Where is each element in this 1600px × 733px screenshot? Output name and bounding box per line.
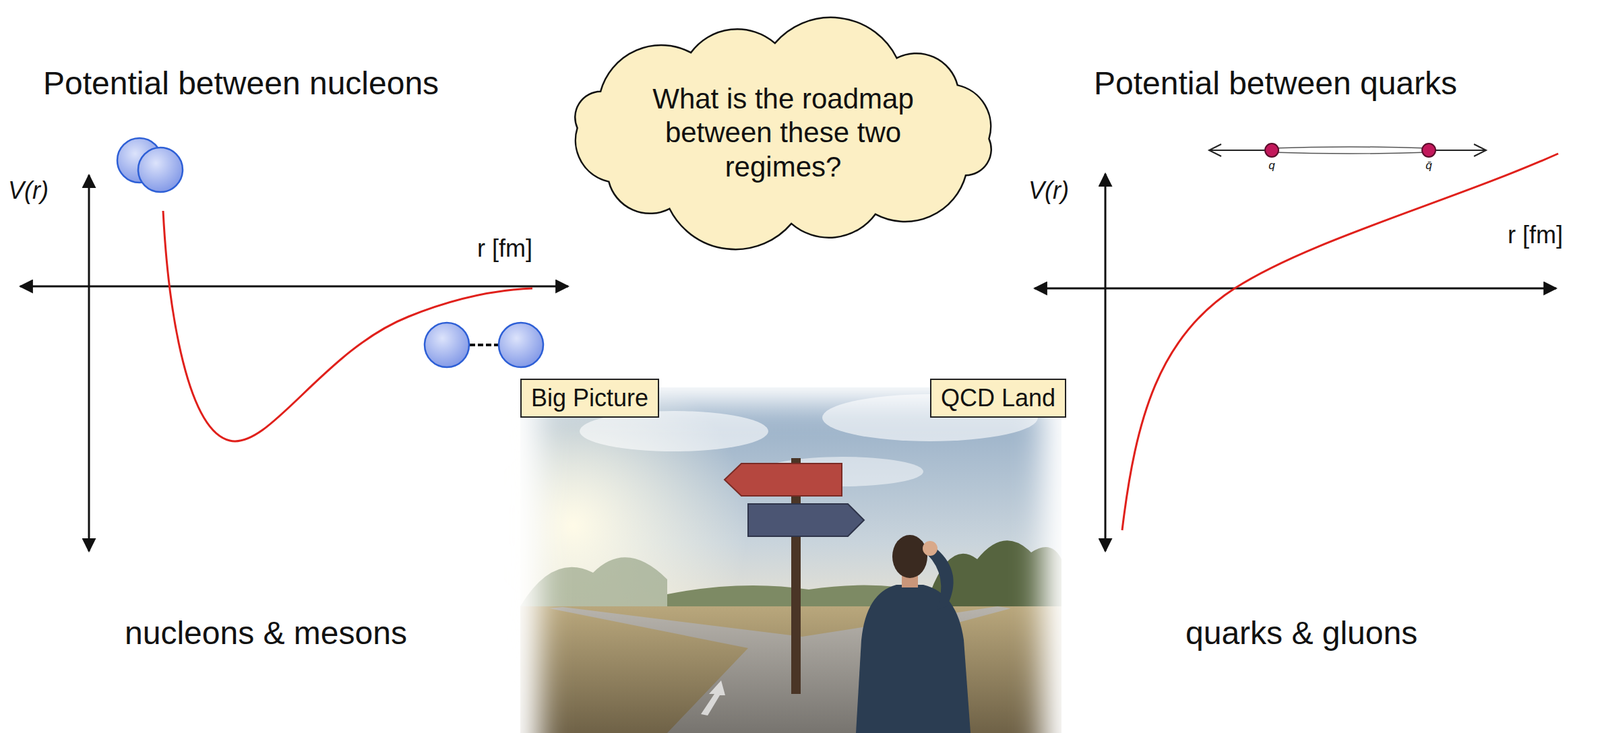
- x-axis: [20, 285, 569, 288]
- pull-arrow: [1209, 144, 1222, 157]
- person-arm: [926, 549, 954, 610]
- y-axis: [88, 175, 91, 552]
- axis-label: V(r): [8, 176, 49, 205]
- signpost-label: QCD Land: [930, 378, 1067, 418]
- axis-label: V(r): [1028, 176, 1069, 205]
- thought-cloud: What is the roadmap between these two re…: [545, 12, 1021, 255]
- question-text: What is the roadmap between these two re…: [624, 82, 942, 184]
- road-arrow: [700, 680, 726, 716]
- nucleon: [138, 147, 183, 193]
- axis-label: r [fm]: [1507, 221, 1563, 249]
- regime-label: quarks & gluons: [1185, 614, 1418, 652]
- crossroads-photo: [397, 350, 1062, 733]
- sign-arrow-left: [724, 463, 842, 497]
- quark-plot: [1034, 143, 1559, 552]
- quark-label: q̄: [1425, 159, 1432, 173]
- tag-text: Big Picture: [531, 384, 649, 413]
- nucleon: [424, 322, 470, 368]
- sign-arrow-right: [748, 504, 865, 537]
- pull-arrow: [1209, 149, 1265, 151]
- regime-label: nucleons & mesons: [124, 614, 408, 652]
- pull-arrow: [1435, 149, 1487, 151]
- flux-string: [1271, 146, 1429, 149]
- trees: [520, 557, 668, 615]
- tag-text: QCD Land: [940, 384, 1056, 413]
- flux-string: [1271, 152, 1429, 154]
- axis-label: r [fm]: [477, 234, 533, 263]
- quark-label: q: [1268, 159, 1275, 173]
- y-axis: [1104, 173, 1107, 552]
- person-head: [892, 535, 928, 579]
- ground: [520, 606, 1062, 733]
- pull-arrow: [1473, 144, 1487, 157]
- signpost-label: Big Picture: [520, 378, 660, 418]
- panel-title: Potential between quarks: [1093, 64, 1458, 102]
- quark-dot: [1422, 143, 1436, 158]
- quark-dot: [1265, 143, 1279, 158]
- x-axis: [1034, 287, 1557, 290]
- panel-title: Potential between nucleons: [43, 64, 439, 102]
- person-hand: [922, 541, 938, 557]
- potential-curve: [1122, 153, 1559, 531]
- meson-link: [469, 343, 499, 347]
- cloud-shape: [574, 17, 991, 250]
- person-body: [855, 585, 971, 733]
